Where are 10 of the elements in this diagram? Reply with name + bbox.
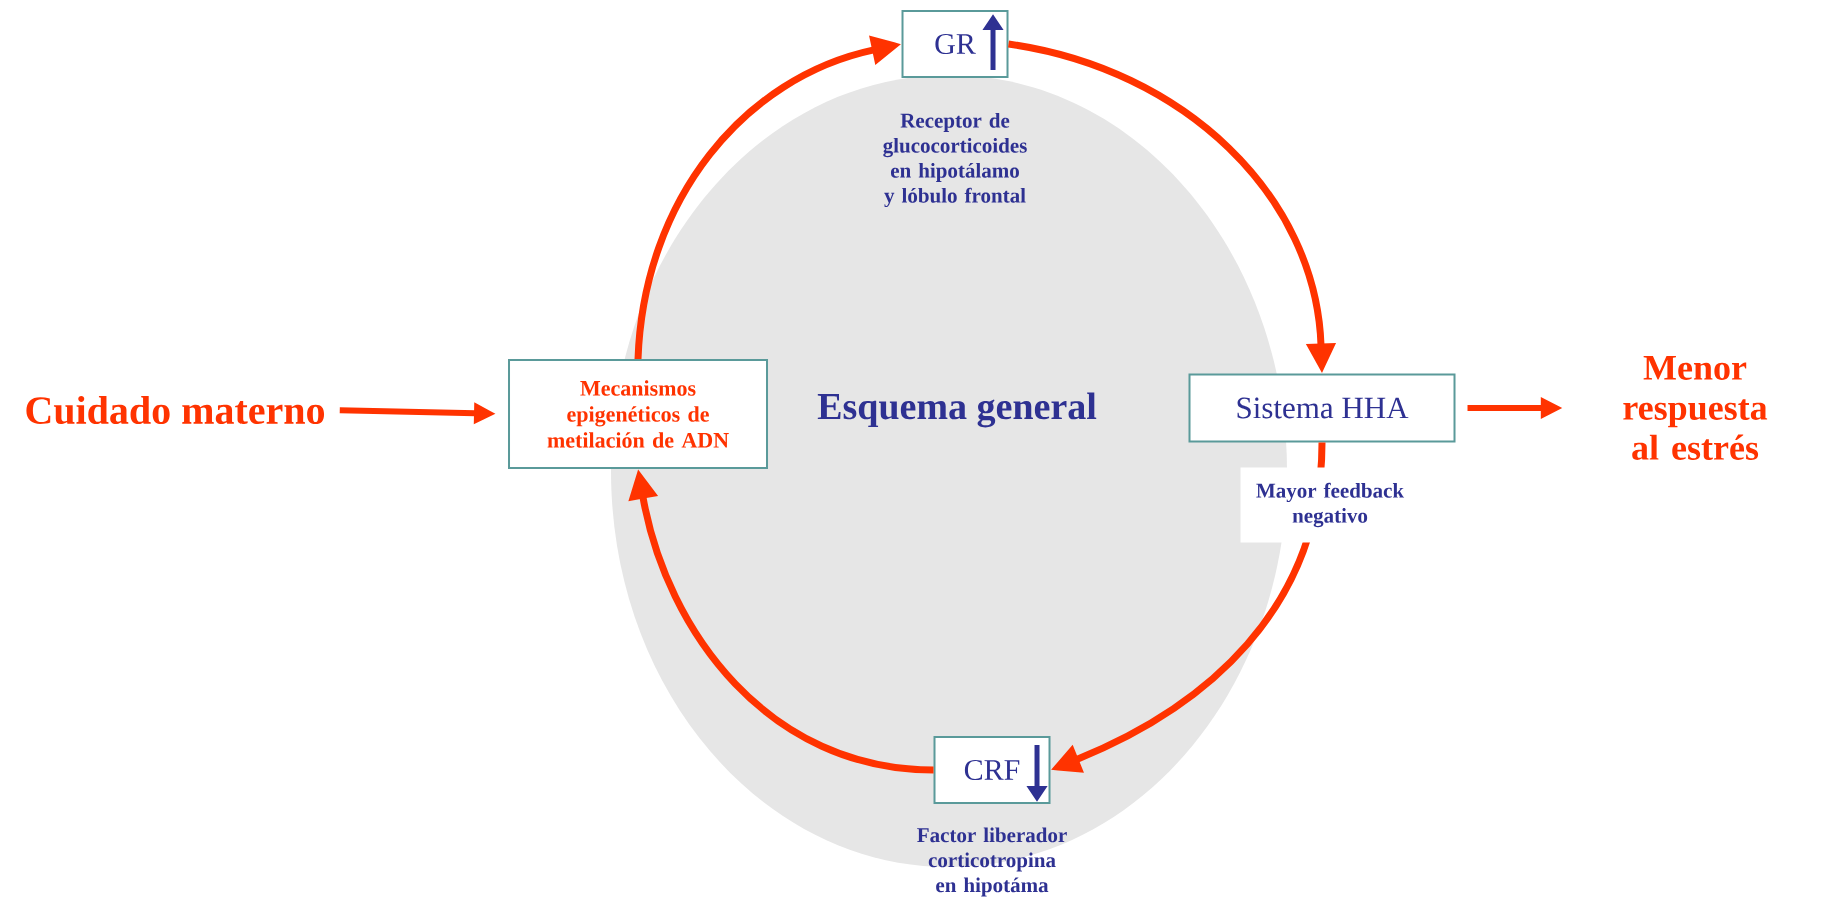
description-text: Factor liberador corticotropina en hipotáma (917, 827, 1067, 897)
description-text: Receptor de glucocorticoides en hipotálamo y lóbulo frontal (883, 112, 1027, 208)
marker-box: GR (901, 10, 1009, 78)
marker-box: CRF (933, 736, 1051, 804)
input-label: Cuidado materno (26, 395, 325, 425)
output-label: Menor respuesta al estrés (1623, 356, 1768, 460)
heading-text: Esquema general (817, 392, 1097, 428)
process-box: Sistema HHA (1188, 373, 1456, 443)
annotation-text: Mayor feedback negativo (1240, 467, 1420, 543)
process-box: Mecanismos epigenéticos de metilación de ADN (508, 359, 768, 469)
